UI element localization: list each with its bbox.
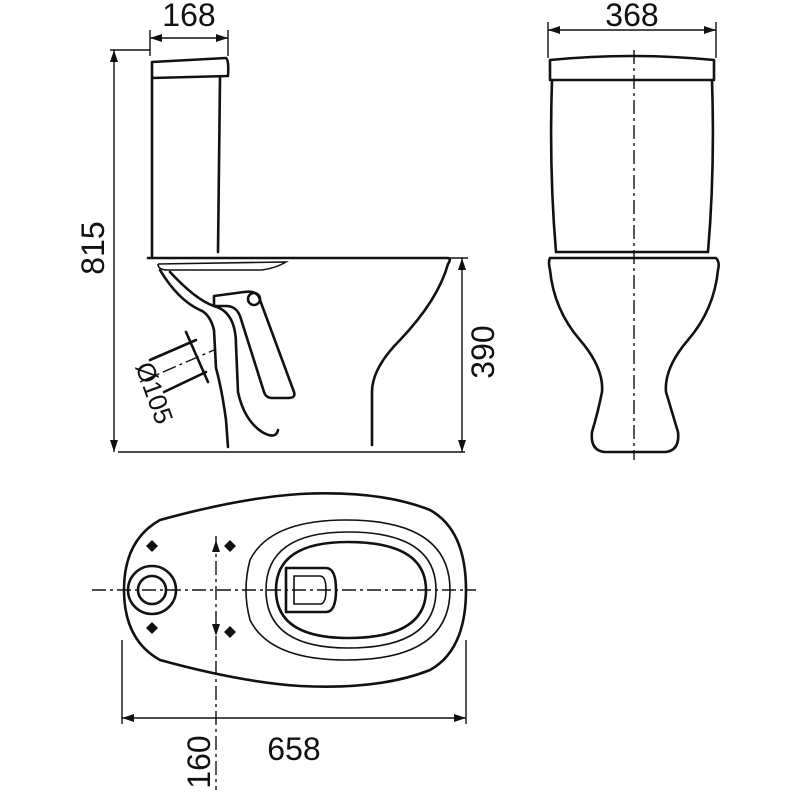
dim-658-label: 658 (267, 731, 320, 767)
bolt-icon (224, 626, 236, 638)
side-syphon (212, 290, 296, 400)
bolt-icon (146, 540, 158, 552)
dim-168-line (149, 30, 229, 56)
plan-view (92, 492, 476, 790)
plan-outline (122, 492, 468, 688)
dim-160-label: 160 (181, 735, 217, 788)
side-trap-inner (168, 270, 280, 437)
dim-815-label: 815 (75, 221, 111, 274)
plan-inner-rim (245, 519, 451, 661)
side-outlet-axis (139, 349, 215, 383)
dim-368-label: 368 (605, 0, 658, 33)
bolt-icon (146, 622, 158, 634)
dim-658-line (121, 640, 467, 724)
side-view (110, 30, 468, 453)
side-seat-line (157, 261, 289, 271)
side-bowl-rim (146, 256, 452, 447)
bolt-icon (224, 540, 236, 552)
dim-390-label: 390 (465, 325, 501, 378)
front-bowl (547, 256, 720, 454)
dim-815-line (110, 49, 150, 452)
side-cistern-body (150, 76, 222, 258)
dim-368-line (547, 22, 717, 58)
side-syphon-hole (246, 291, 262, 307)
dim-390-line (448, 257, 468, 452)
side-cistern-lid (150, 56, 230, 80)
dim-168-label: 168 (162, 0, 215, 33)
side-bowl-back (158, 268, 230, 449)
front-view (547, 22, 720, 460)
front-cistern-body (549, 78, 715, 254)
front-cistern-lid (548, 54, 716, 82)
